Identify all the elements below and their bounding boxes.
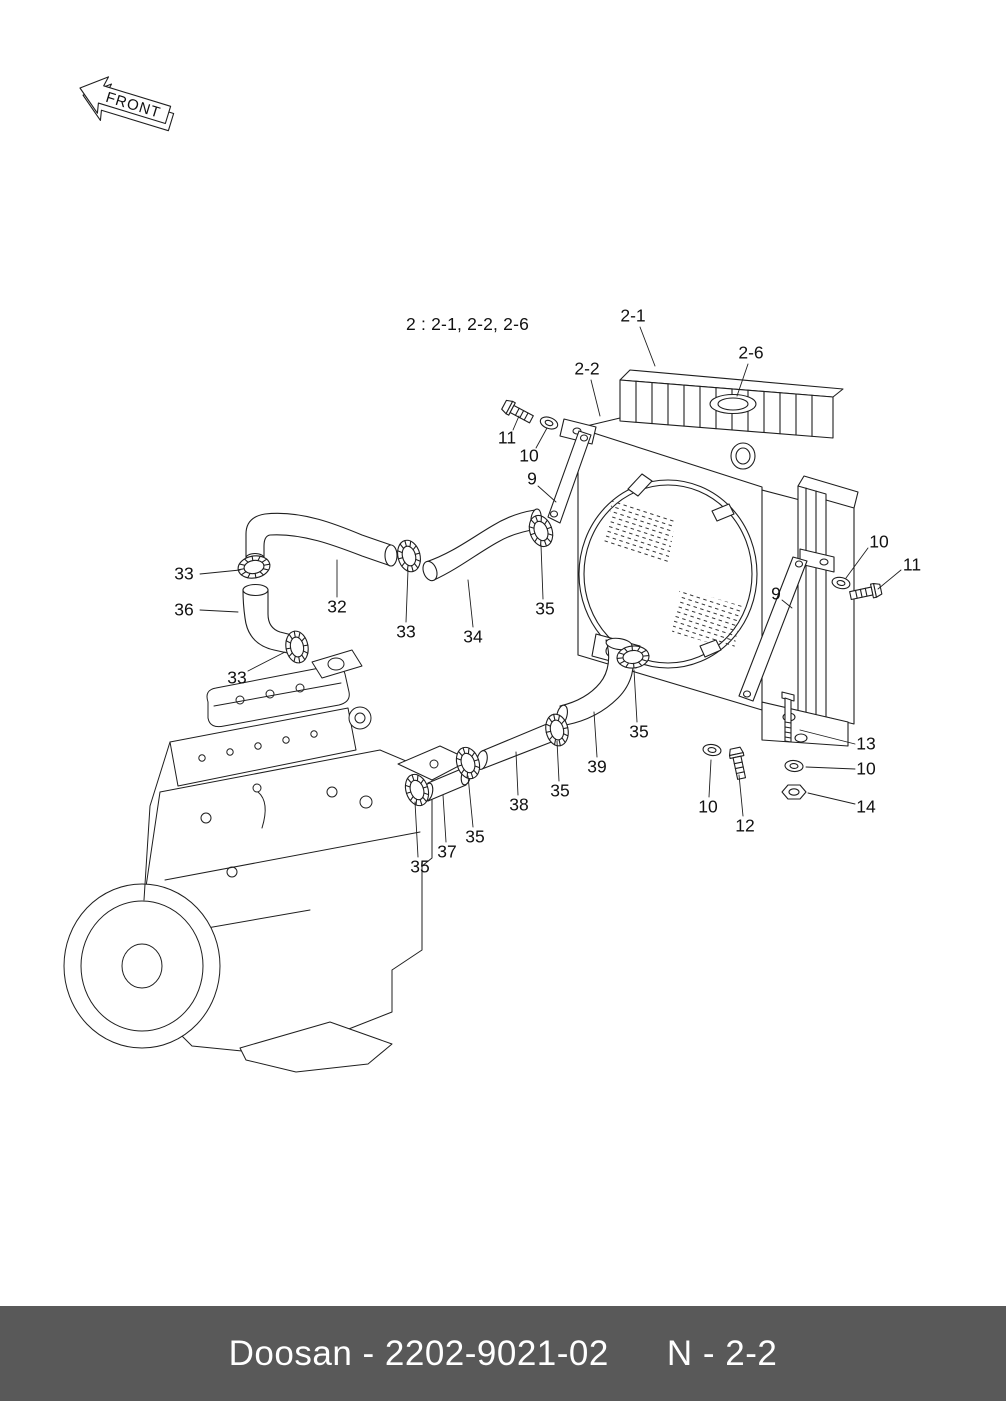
callout-11-1: 11 bbox=[497, 427, 517, 448]
callout-35-3: 35 bbox=[550, 780, 570, 801]
callout-2-6: 2-6 bbox=[738, 342, 764, 363]
radiator-filler-cap bbox=[709, 393, 757, 415]
bolt-11-left bbox=[500, 398, 536, 427]
front-direction-arrow: FRONT bbox=[79, 76, 175, 132]
callout-10-4: 10 bbox=[698, 796, 718, 817]
callout-13: 13 bbox=[856, 733, 876, 754]
callout-35-5: 35 bbox=[410, 856, 430, 877]
bolt-12 bbox=[727, 746, 749, 781]
diagram-artwork: FRONT bbox=[63, 76, 902, 1073]
callout-10-1: 10 bbox=[519, 445, 539, 466]
callout-leader-lines bbox=[199, 326, 902, 858]
callout-2-2: 2-2 bbox=[574, 358, 600, 379]
callout-35-2: 35 bbox=[629, 721, 649, 742]
radiator-mount-foot bbox=[761, 701, 849, 747]
radiator-inlet-port bbox=[730, 442, 756, 470]
stay-left bbox=[547, 430, 592, 524]
footer-page-ref: N - 2-2 bbox=[666, 1333, 778, 1373]
callout-35-4: 35 bbox=[465, 826, 485, 847]
core-fin-hatch-upper bbox=[604, 500, 676, 562]
footer-doc-ref: Doosan - 2202-9021-02 bbox=[228, 1333, 609, 1373]
callout-9-1: 9 bbox=[527, 468, 537, 489]
callout-12: 12 bbox=[735, 815, 755, 836]
callout-39: 39 bbox=[587, 756, 607, 777]
front-label: FRONT bbox=[104, 89, 163, 122]
callout-33-3: 33 bbox=[227, 667, 247, 688]
callout-2-1: 2-1 bbox=[620, 305, 646, 326]
diagram-canvas: FRONT bbox=[63, 76, 922, 1073]
assembly-note: 2 : 2-1, 2-2, 2-6 bbox=[406, 314, 530, 334]
callout-36: 36 bbox=[174, 599, 194, 620]
washer-10-bottom-right bbox=[784, 759, 804, 773]
callout-35-1: 35 bbox=[535, 598, 555, 619]
callout-38: 38 bbox=[509, 794, 529, 815]
hose-34 bbox=[422, 508, 542, 582]
callout-33-2: 33 bbox=[396, 621, 416, 642]
callout-10-3: 10 bbox=[856, 758, 876, 779]
callout-33-1: 33 bbox=[174, 563, 194, 584]
stay-right bbox=[738, 556, 808, 702]
callout-32: 32 bbox=[327, 596, 347, 617]
clamp-33-b bbox=[393, 537, 425, 575]
radiator-side-frame bbox=[761, 475, 859, 747]
bolt-13 bbox=[781, 691, 795, 743]
washer-10-left bbox=[538, 414, 560, 432]
nut-14 bbox=[781, 784, 807, 800]
callout-10-2: 10 bbox=[869, 531, 889, 552]
washer-10-bottom-left bbox=[701, 742, 723, 758]
clamp-33-a bbox=[235, 552, 273, 582]
callout-11-2: 11 bbox=[902, 554, 922, 575]
hose-32 bbox=[245, 512, 398, 567]
callout-9-2: 9 bbox=[771, 583, 781, 604]
engine-assembly bbox=[63, 649, 471, 1073]
callout-34: 34 bbox=[463, 626, 483, 647]
fasteners bbox=[500, 398, 883, 800]
callout-14: 14 bbox=[856, 796, 876, 817]
core-fin-hatch-lower bbox=[672, 588, 742, 650]
washer-10-right bbox=[830, 575, 852, 591]
callout-37: 37 bbox=[437, 841, 457, 862]
footer-bar: Doosan - 2202-9021-02 N - 2-2 bbox=[0, 1306, 1006, 1401]
